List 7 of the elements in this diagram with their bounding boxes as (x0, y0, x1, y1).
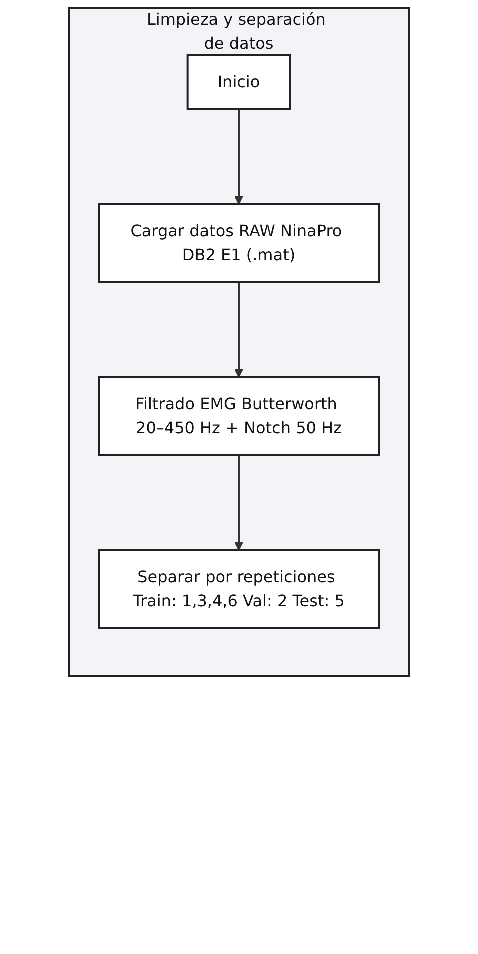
node-box: Filtrado EMG Butterworth 20–450 Hz + Notch 50 Hz (98, 376, 380, 456)
arrow (234, 110, 244, 205)
node-box: Cargar datos RAW NinaPro DB2 E1 (.mat) (98, 204, 380, 284)
node-box: Separar por repeticiones Train: 1,3,4,6 Val: 2 Test: 5 (98, 550, 380, 630)
arrow (234, 456, 244, 551)
node-box: Inicio (186, 54, 292, 110)
arrow (234, 282, 244, 378)
